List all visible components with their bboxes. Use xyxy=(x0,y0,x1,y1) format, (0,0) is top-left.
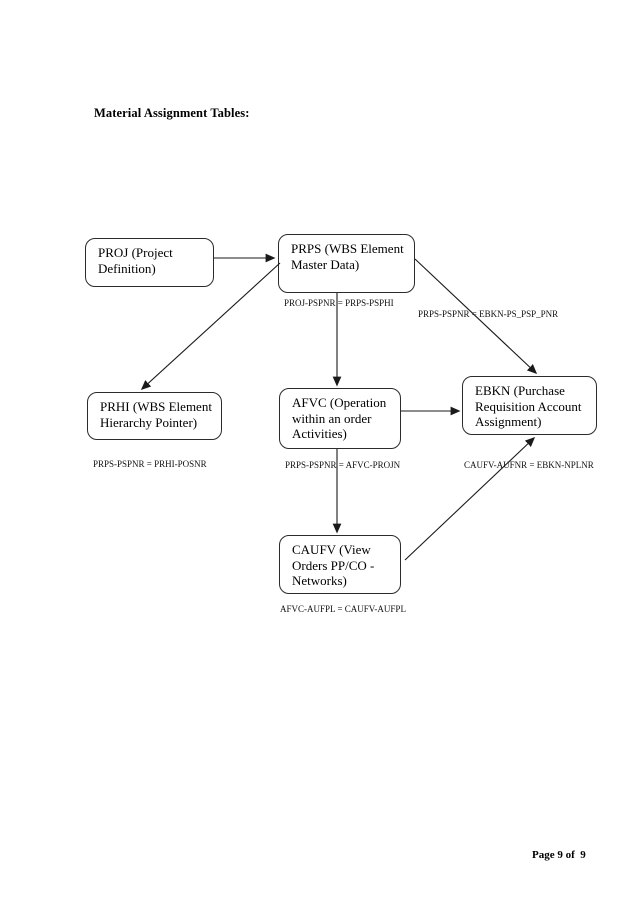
page-title: Material Assignment Tables: xyxy=(94,106,250,120)
node-prps: PRPS (WBS Element Master Data) xyxy=(278,234,415,293)
node-caufv: CAUFV (View Orders PP/CO - Networks) xyxy=(279,535,401,594)
node-proj: PROJ (Project Definition) xyxy=(85,238,214,287)
join-condition-proj-prps: PROJ-PSPNR = PRPS-PSPHI xyxy=(284,298,394,308)
node-prhi: PRHI (WBS Element Hierarchy Pointer) xyxy=(87,392,222,440)
join-condition-prps-ebkn: PRPS-PSPNR = EBKN-PS_PSP_PNR xyxy=(418,309,559,319)
edge-caufv-ebkn xyxy=(404,436,536,561)
node-proj-label: PROJ (Project Definition) xyxy=(98,245,173,276)
page-number: Page 9 of 9 xyxy=(532,849,586,861)
node-prps-label: PRPS (WBS Element Master Data) xyxy=(291,241,404,272)
node-afvc-label: AFVC (Operation within an order Activiti… xyxy=(292,395,387,442)
node-ebkn: EBKN (Purchase Requisition Account Assig… xyxy=(462,376,597,435)
node-caufv-label: CAUFV (View Orders PP/CO - Networks) xyxy=(292,542,375,589)
join-condition-caufv-ebkn: CAUFV-AUFNR = EBKN-NPLNR xyxy=(464,460,594,470)
join-condition-prps-afvc: PRPS-PSPNR = AFVC-PROJN xyxy=(285,460,401,470)
join-condition-afvc-caufv: AFVC-AUFPL = CAUFV-AUFPL xyxy=(280,604,406,614)
node-afvc: AFVC (Operation within an order Activiti… xyxy=(279,388,401,449)
join-condition-prps-prhi: PRPS-PSPNR = PRHI-POSNR xyxy=(93,459,207,469)
node-ebkn-label: EBKN (Purchase Requisition Account Assig… xyxy=(475,383,582,430)
node-prhi-label: PRHI (WBS Element Hierarchy Pointer) xyxy=(100,399,212,430)
